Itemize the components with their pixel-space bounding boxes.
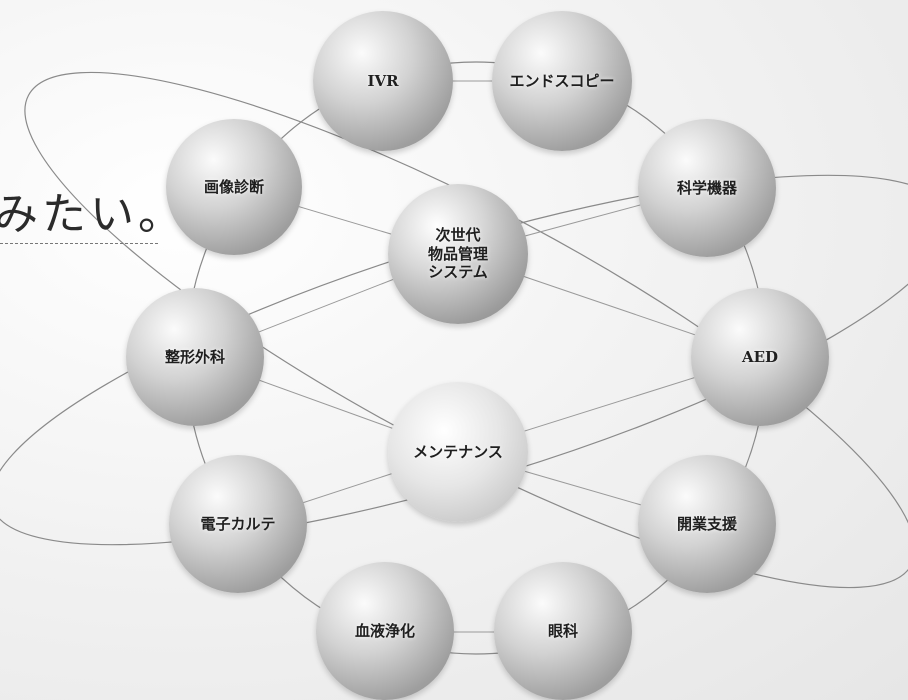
node-emr: 電子カルテ bbox=[169, 455, 307, 593]
node-practice: 開業支援 bbox=[638, 455, 776, 593]
tagline-text: みたい。 bbox=[0, 189, 186, 240]
tagline-dashed-rule bbox=[0, 243, 158, 244]
node-center: 次世代 物品管理 システム bbox=[388, 184, 528, 324]
node-ophthalmology: 眼科 bbox=[494, 562, 632, 700]
node-maintenance: メンテナンス bbox=[388, 382, 528, 522]
node-orthopedics: 整形外科 bbox=[126, 288, 264, 426]
node-blood: 血液浄化 bbox=[316, 562, 454, 700]
node-endoscopy: エンドスコピー bbox=[492, 11, 632, 151]
node-ivr: IVR bbox=[313, 11, 453, 151]
node-aed: AED bbox=[691, 288, 829, 426]
node-imaging: 画像診断 bbox=[166, 119, 302, 255]
node-scientific: 科学機器 bbox=[638, 119, 776, 257]
